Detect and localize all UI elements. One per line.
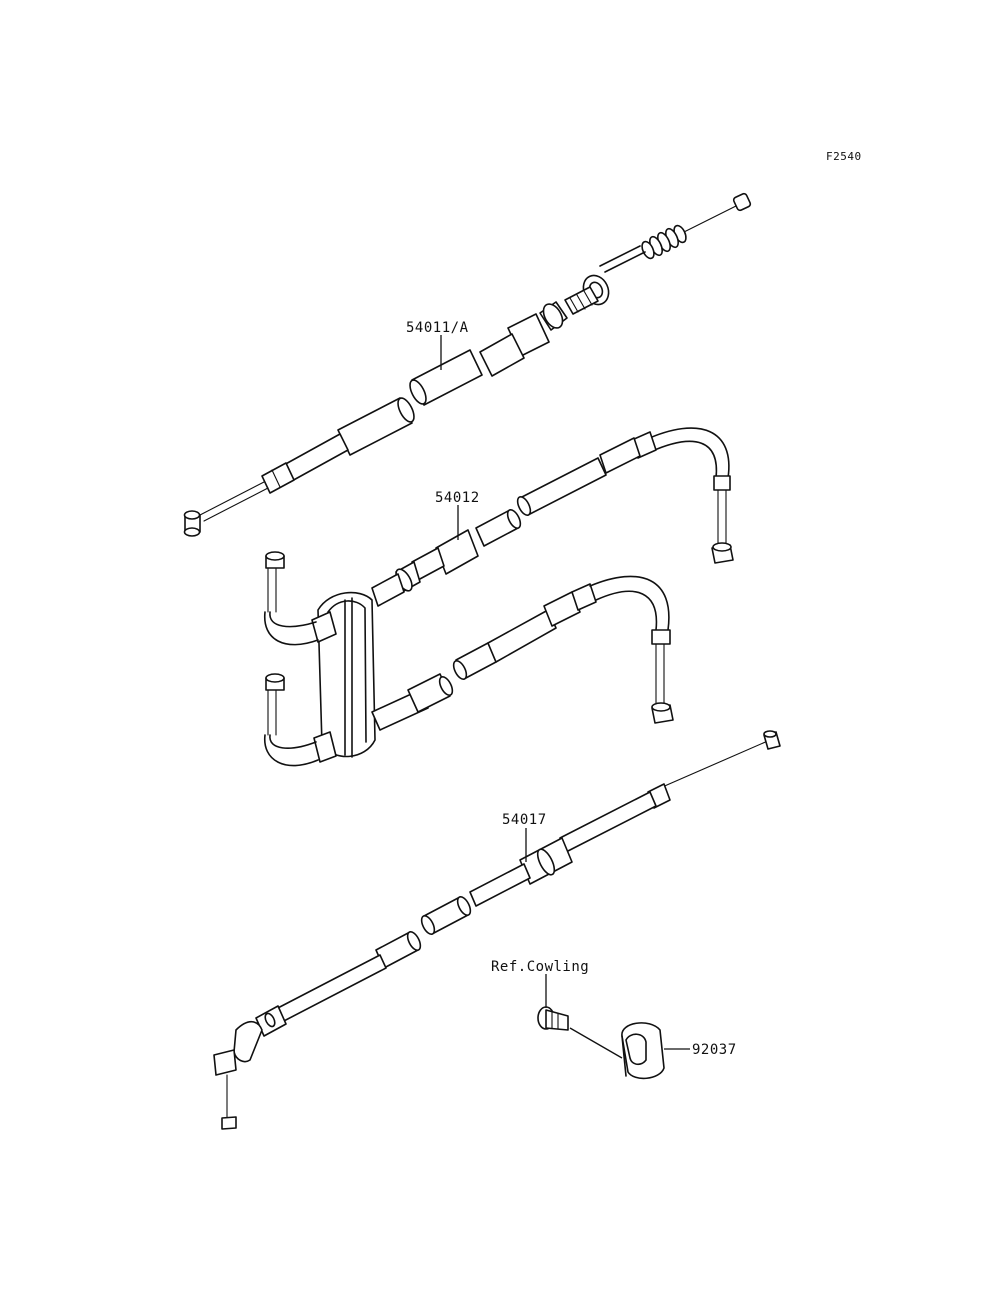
label-54012: 54012 [435,490,480,506]
label-ref-cowling: Ref.Cowling [491,959,589,975]
cable-54012 [264,427,734,767]
label-54017: 54017 [502,812,547,828]
cable-54017 [213,730,781,1130]
spring-coils [641,224,687,260]
label-54011a: 54011/A [406,320,469,336]
figure-code: F2540 [826,150,862,163]
cable-54011a [183,192,752,537]
label-92037: 92037 [692,1042,737,1058]
clamp-92037 [621,1022,665,1080]
bolt-ref-cowling [537,1006,569,1031]
